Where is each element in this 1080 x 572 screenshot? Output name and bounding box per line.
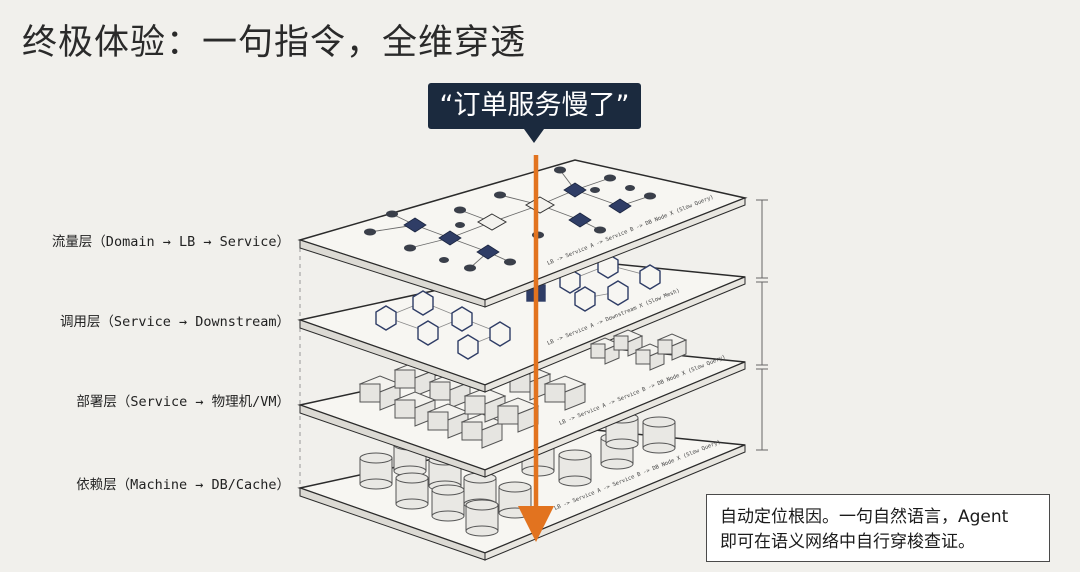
layer-plane-call (297, 259, 746, 393)
layer-label-deployment: 部署层（Service → 物理机/VM） (76, 394, 290, 410)
height-brackets (756, 199, 768, 451)
layer-label-dependency: 依赖层（Machine → DB/Cache） (76, 477, 290, 493)
service-hex-nodes (375, 253, 661, 360)
summary-note: 自动定位根因。一句自然语言，Agent 即可在语义网络中自行穿梭查证。 (706, 494, 1050, 562)
layer-label-traffic: 流量层（Domain → LB → Service） (51, 234, 290, 250)
traffic-network-graph (364, 166, 656, 272)
page-title: 终极体验：一句指令，全维穿透 (22, 23, 527, 63)
container-boxes (589, 329, 688, 371)
layer-label-call: 调用层（Service → Downstream） (59, 314, 290, 330)
query-bubble: “订单服务慢了” (428, 83, 641, 129)
layer-plane-traffic (297, 159, 748, 308)
note-line-1: 自动定位根因。一句自然语言，Agent (720, 507, 1009, 527)
server-racks (358, 361, 587, 449)
note-line-2: 即可在语义网络中自行穿梭查证。 (720, 532, 975, 552)
query-bubble-pointer (524, 129, 544, 143)
